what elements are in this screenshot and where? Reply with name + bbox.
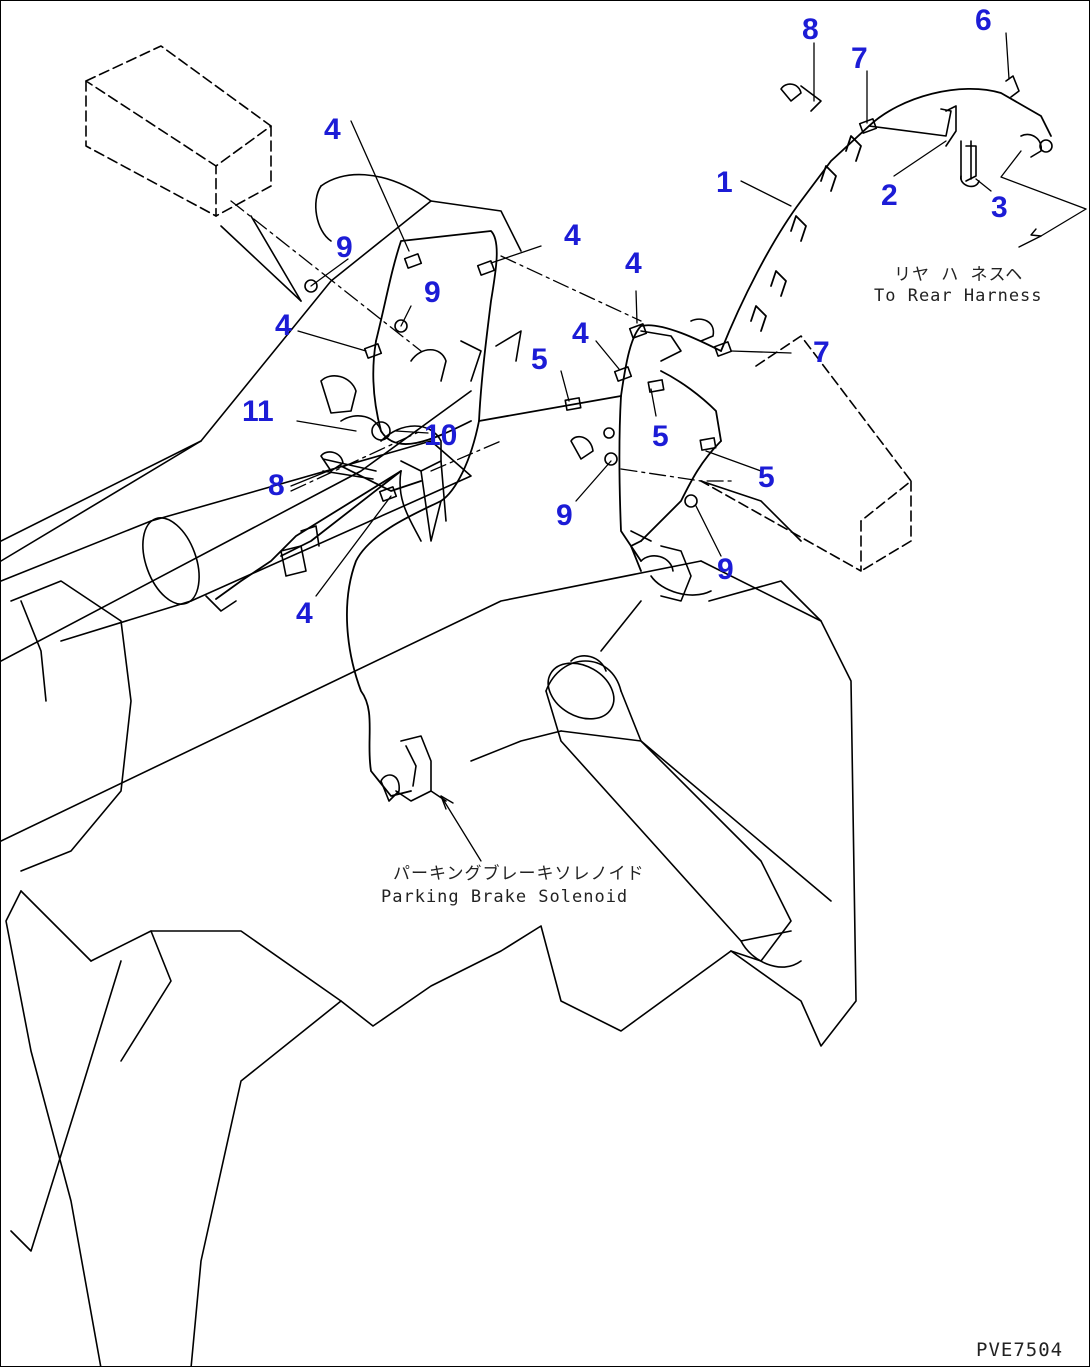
cylinder-left [1,440,472,872]
centre-lines [230,200,737,492]
bracket [868,108,952,137]
cylinder-center [545,600,832,968]
callout-5-a: 5 [531,343,548,376]
callout-5-c: 5 [758,461,775,494]
callout-4-c: 4 [625,247,642,280]
callout-4-f: 4 [296,597,313,630]
callout-9-b: 9 [424,276,441,309]
callout-5-b: 5 [652,420,669,453]
callout-8-a: 8 [802,13,819,46]
wire-harness [215,87,1052,797]
callout-4-e: 4 [572,317,589,350]
callout-3: 3 [991,191,1008,224]
callout-4-a: 4 [324,113,341,146]
callout-9-a: 9 [336,231,353,264]
drawing-code: PVE7504 [976,1339,1064,1361]
upper-block [85,45,272,217]
callout-4-d: 4 [275,309,292,342]
callout-7-a: 7 [851,42,868,75]
frame-outline [1,173,857,1366]
leader-lines [290,32,1087,862]
callout-6: 6 [975,4,992,37]
note-parking-jp: パーキングブレーキソレノイド [393,864,645,884]
callout-9-c: 9 [556,499,573,532]
callout-11: 11 [242,395,274,428]
callout-10: 10 [424,419,458,452]
note-rear-harness-en: To Rear Harness [874,286,1043,306]
note-rear-harness-jp: リヤ ハ ネスヘ [894,265,1024,285]
mechanism-details [205,75,1042,802]
right-block [700,335,912,572]
callout-7-b: 7 [813,336,830,369]
note-parking-en: Parking Brake Solenoid [381,887,629,907]
callout-9-d: 9 [717,553,734,586]
arrows [440,228,1042,810]
callout-2: 2 [881,179,898,212]
callout-4-b: 4 [564,219,581,252]
callout-1: 1 [716,166,733,199]
callout-8-b: 8 [268,469,285,502]
harness-clips [304,118,1053,508]
